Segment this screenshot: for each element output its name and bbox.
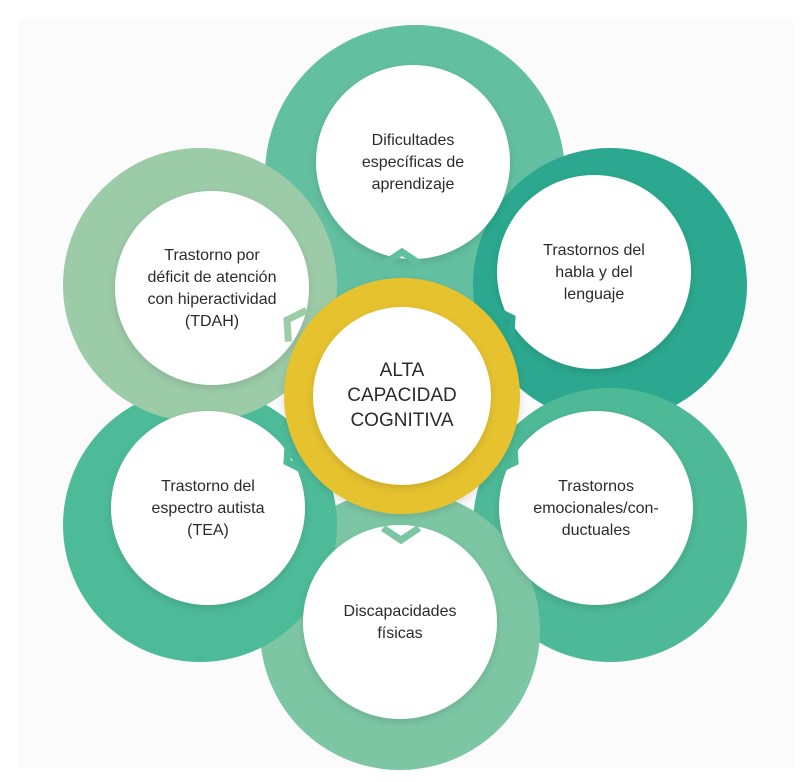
center-label-line: CAPACIDAD [347, 385, 456, 406]
petal-label-line: habla y del [555, 264, 632, 281]
petal-emocionales-conductuales: Trastornos emocionales/con-ductuales [499, 411, 693, 605]
petal-label-line: ductuales [562, 522, 631, 539]
petal-disc [499, 411, 693, 605]
arrow-chevron-icon [283, 307, 308, 342]
center-label-line: COGNITIVA [350, 410, 453, 431]
petal-label-line: lenguaje [564, 286, 625, 303]
petal-label-line: Trastornos del [543, 242, 645, 259]
arrow-chevron-icon [382, 247, 422, 267]
center-label-line: ALTA [380, 360, 425, 381]
petal-label-line: específicas de [362, 154, 464, 171]
petal-label-line: aprendizaje [372, 176, 455, 193]
arrow-chevron-icon [283, 440, 308, 475]
petal-habla-lenguaje: Trastornos del habla y del lenguaje [497, 175, 691, 369]
petal-label-line: Trastorno del [161, 478, 255, 495]
petal-label-line: déficit de atención [148, 269, 277, 286]
petal-disc [111, 411, 305, 605]
petal-dificultades-aprendizaje: Dificultades específicas de aprendizaje [316, 65, 510, 259]
petal-disc [316, 65, 510, 259]
petal-label-line: Dificultades [372, 132, 455, 149]
petal-label-line: Trastornos [558, 478, 634, 495]
petal-disc [303, 525, 497, 719]
petal-label-line: físicas [377, 625, 422, 642]
petal-discapacidades-fisicas: Discapacidades físicas [303, 525, 497, 719]
center-node: ALTA CAPACIDAD COGNITIVA [284, 278, 520, 514]
petal-disc [497, 175, 691, 369]
center-disc [313, 307, 491, 485]
petal-disc [115, 191, 309, 385]
petal-label-line: Discapacidades [344, 603, 457, 620]
petal-tdah: Trastorno por déficit de atención con hipe… [115, 191, 309, 385]
arrow-chevron-icon [381, 525, 421, 545]
petal-label-line: emocionales/con- [533, 500, 658, 517]
petal-label-line: (TEA) [187, 522, 229, 539]
petal-label-line: Trastorno por [164, 247, 260, 264]
arrow-chevron-icon [494, 440, 519, 475]
petal-label-line: con hiperactividad [148, 291, 277, 308]
petal-label-line: espectro autista [152, 500, 265, 517]
petal-label-line: (TDAH) [185, 313, 239, 330]
petal-tea: Trastorno del espectro autista (TEA) [111, 411, 305, 605]
arrow-chevron-icon [491, 305, 516, 340]
